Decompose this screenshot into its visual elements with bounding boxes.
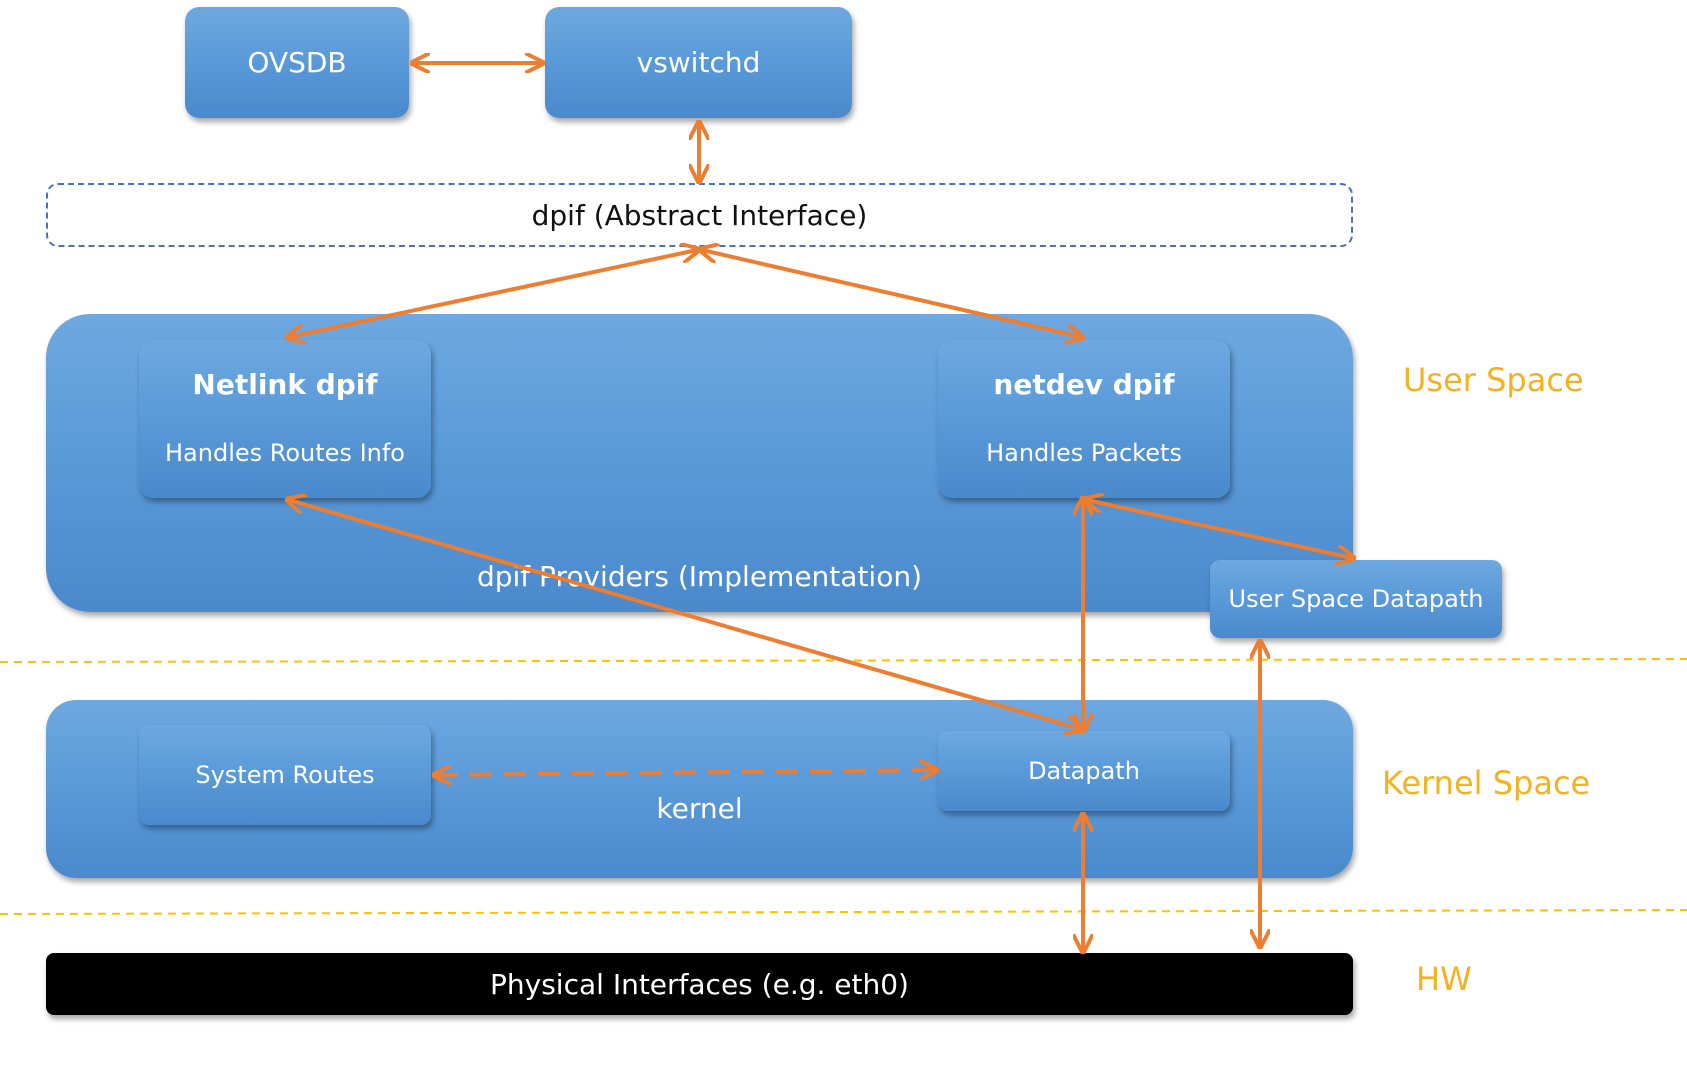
netdev-dpif-subtitle: Handles Packets bbox=[986, 439, 1182, 467]
kernel-hw-divider bbox=[0, 909, 1687, 915]
netdev-dpif-box: netdev dpif Handles Packets bbox=[938, 340, 1230, 498]
dpif-netlink-arrow bbox=[289, 250, 697, 337]
netdev-dpif-title: netdev dpif bbox=[993, 368, 1175, 401]
dpif-abstract-interface-label: dpif (Abstract Interface) bbox=[531, 198, 868, 232]
kernel-datapath-box: Datapath bbox=[938, 731, 1230, 811]
ovsdb-label: OVSDB bbox=[247, 46, 347, 79]
netdev-userspace-datapath-arrow bbox=[1087, 500, 1352, 558]
user-space-label: User Space bbox=[1403, 361, 1584, 399]
physical-interfaces-label: Physical Interfaces (e.g. eth0) bbox=[490, 967, 909, 1001]
netlink-dpif-title: Netlink dpif bbox=[192, 368, 378, 401]
system-routes-label: System Routes bbox=[195, 761, 375, 789]
user-space-datapath-box: User Space Datapath bbox=[1210, 560, 1502, 638]
routes-datapath-dashed-arrow bbox=[436, 770, 935, 775]
vswitchd-label: vswitchd bbox=[636, 46, 761, 79]
netlink-datapath-arrow bbox=[289, 500, 1081, 729]
kernel-datapath-label: Datapath bbox=[1028, 757, 1140, 785]
vswitchd-box: vswitchd bbox=[545, 7, 852, 118]
system-routes-box: System Routes bbox=[139, 725, 431, 825]
ovsdb-box: OVSDB bbox=[185, 7, 409, 118]
dpif-netdev-arrow bbox=[702, 250, 1081, 337]
physical-interfaces-bar: Physical Interfaces (e.g. eth0) bbox=[46, 953, 1353, 1015]
kernel-space-label: Kernel Space bbox=[1382, 764, 1591, 802]
netlink-dpif-box: Netlink dpif Handles Routes Info bbox=[139, 340, 431, 498]
netlink-dpif-subtitle: Handles Routes Info bbox=[165, 439, 405, 467]
user-space-datapath-label: User Space Datapath bbox=[1228, 585, 1484, 613]
kernel-label: kernel bbox=[656, 792, 743, 825]
hw-label: HW bbox=[1416, 960, 1472, 998]
